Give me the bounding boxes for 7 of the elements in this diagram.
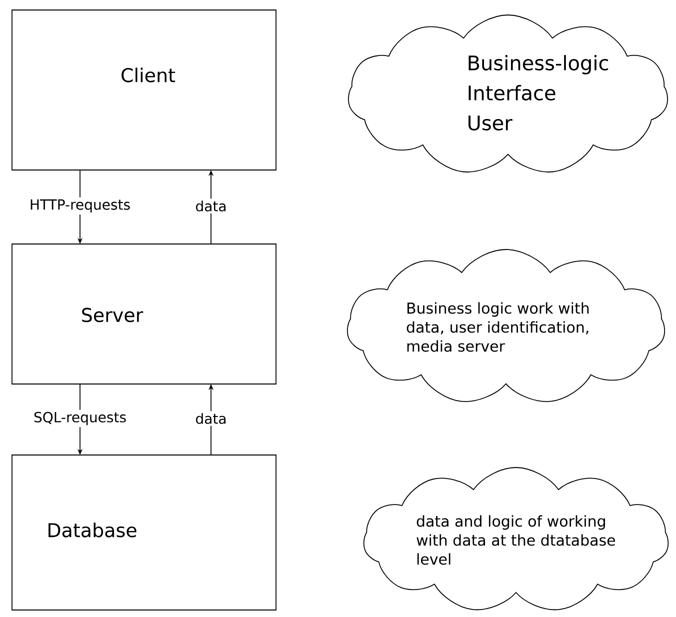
edge-label: SQL-requests xyxy=(34,412,126,426)
edge-label: data xyxy=(196,200,226,212)
component-box: Database xyxy=(12,454,276,610)
component-box: Server xyxy=(12,244,276,384)
edge-label: HTTP-requests xyxy=(30,199,130,213)
edge-label: data xyxy=(196,413,226,424)
component-box: Client xyxy=(12,10,276,170)
